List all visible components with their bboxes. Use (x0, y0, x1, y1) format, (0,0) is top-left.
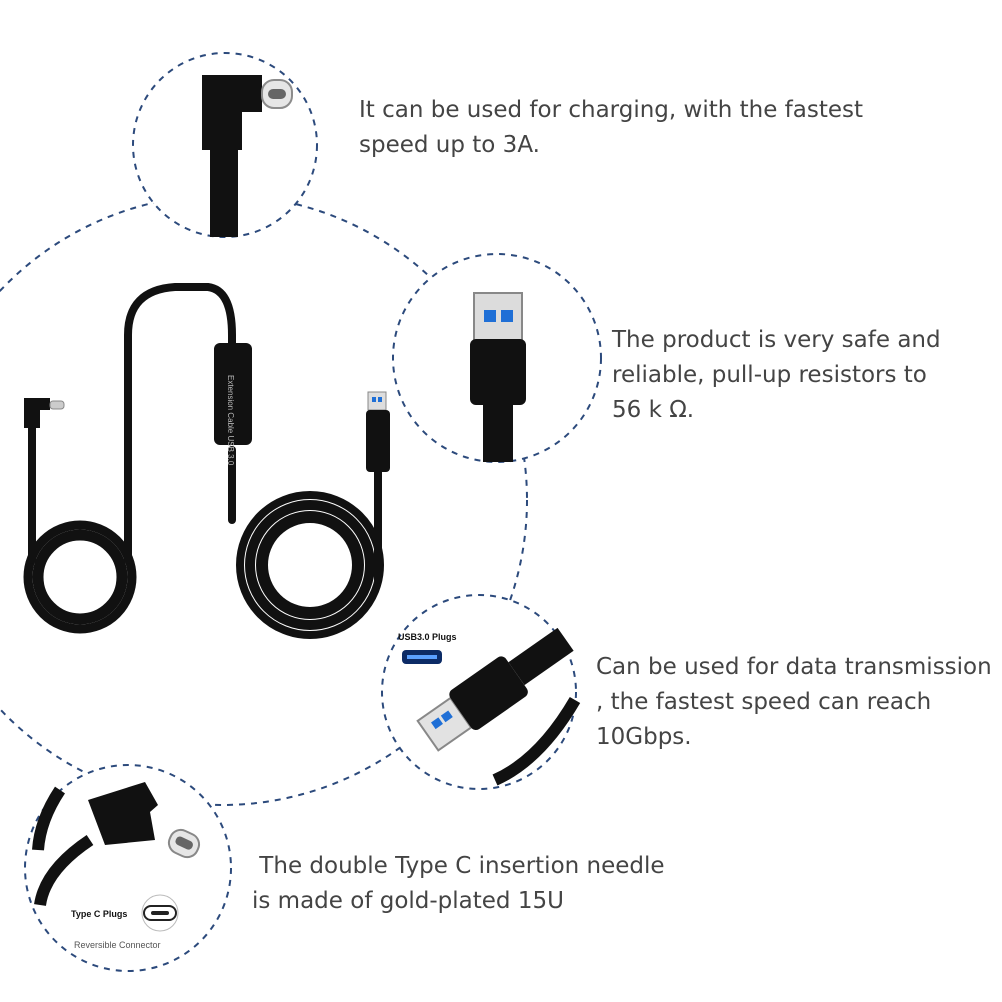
feature-data-transmission: Can be used for data transmission , the … (596, 654, 992, 750)
detail-circle-safety (392, 253, 602, 463)
detail-circle-data: USB3.0 Plugs (381, 594, 581, 790)
type-c-angled-plug (24, 398, 65, 428)
detail-circle-type-c: Type C Plugs Reversible Connector (24, 764, 232, 972)
reversible-connector-label: Reversible Connector (74, 940, 161, 950)
usb-plugs-label: USB3.0 Plugs (398, 632, 457, 642)
usb-a-plug (366, 391, 390, 472)
detail-circle-charging (132, 52, 318, 238)
main-cable (23, 283, 384, 639)
booster-label: Extension Cable USB 3.0 (226, 375, 235, 466)
type-c-plugs-label: Type C Plugs (71, 909, 127, 919)
feature-charging: It can be used for charging, with the fa… (359, 97, 864, 158)
feature-safety: The product is very safe and reliable, p… (612, 327, 941, 423)
main-dashed-circle (0, 194, 528, 806)
signal-booster-box: Extension Cable USB 3.0 (214, 343, 252, 466)
feature-type-c-needle: The double Type C insertion needle is ma… (252, 853, 665, 914)
